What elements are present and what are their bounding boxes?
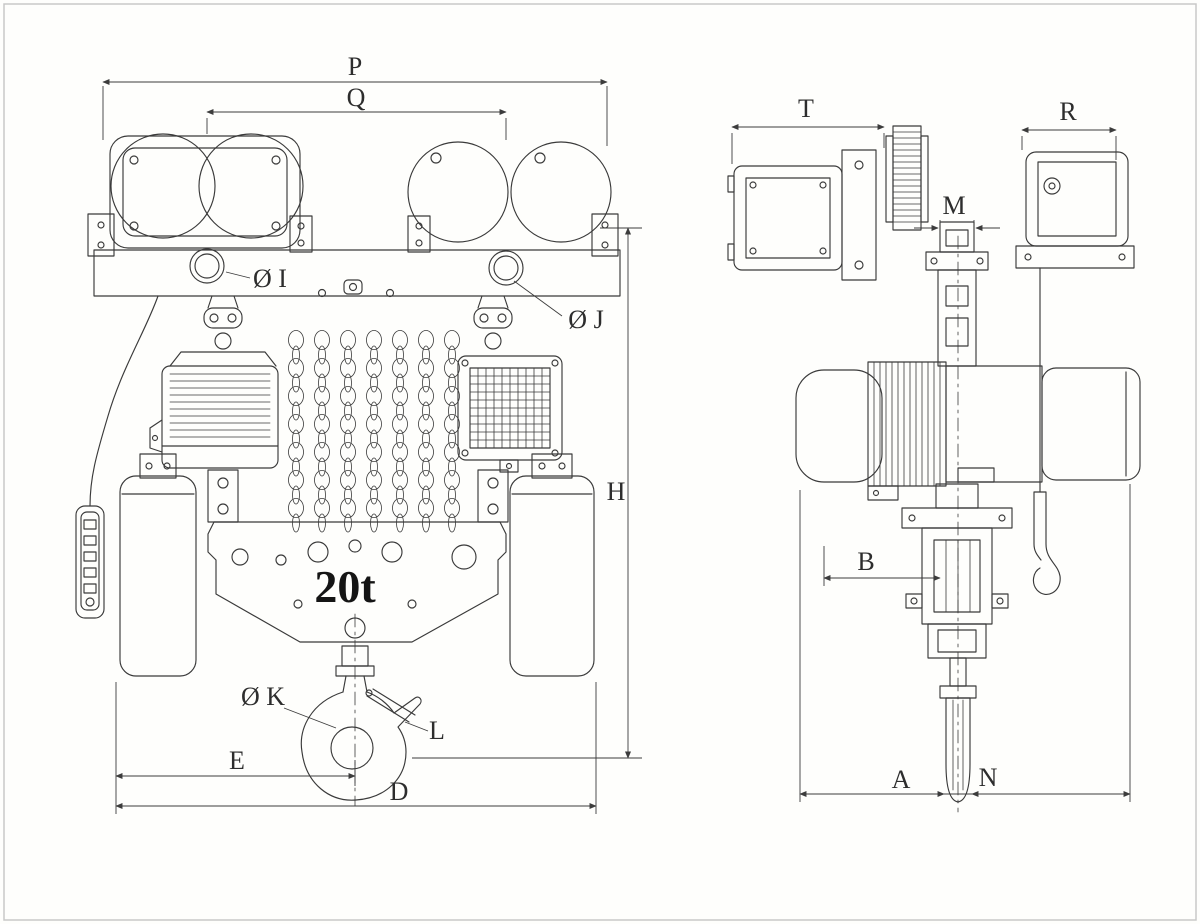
chain-bucket-left — [119, 453, 197, 677]
pendant-control — [75, 295, 159, 619]
load-beam: 20t — [207, 521, 507, 643]
axle-I — [189, 248, 225, 284]
hoist-motor-right — [457, 332, 563, 473]
trolley-wheel — [510, 141, 612, 243]
beam-suspension-links — [207, 469, 509, 523]
dim-label-M: M — [942, 191, 965, 220]
drive-gear — [892, 125, 922, 231]
trolley-wheel — [198, 133, 304, 239]
side-hook-bracket — [1032, 491, 1061, 595]
chain-bucket-right — [509, 453, 595, 677]
dim-label-K: Ø K — [241, 682, 285, 711]
trolley-front — [87, 133, 621, 329]
dim-label-H: H — [607, 477, 626, 506]
drawing-frame — [3, 3, 1197, 921]
dim-label-Q: Q — [347, 83, 366, 112]
dim-label-R: R — [1059, 97, 1077, 126]
dim-label-I: Ø I — [253, 264, 287, 293]
trolley-crossbeam — [93, 249, 621, 297]
dim-label-D: D — [390, 777, 409, 806]
safety-latch — [366, 695, 410, 723]
dim-label-N: N — [979, 763, 998, 792]
dim-label-J: Ø J — [568, 305, 603, 334]
dim-label-L: L — [429, 716, 445, 745]
side-dimension-labels: T R M B A N — [798, 94, 1077, 794]
suspension-column — [939, 221, 975, 253]
suspension-side — [901, 507, 1013, 659]
dim-label-T: T — [798, 94, 814, 123]
side-view — [727, 125, 1141, 813]
pendant-cable — [89, 295, 159, 507]
suspension-lug — [473, 307, 513, 329]
trolley-wheel — [110, 133, 216, 239]
dim-label-P: P — [348, 52, 362, 81]
dim-label-A: A — [892, 765, 911, 794]
trolley-wheel — [407, 141, 509, 243]
suspension-lug — [203, 307, 243, 329]
dim-label-E: E — [229, 746, 245, 775]
front-dimensions — [102, 78, 642, 814]
capacity-label: 20t — [314, 561, 376, 612]
hoist-motor-left — [149, 332, 279, 469]
side-dimensions — [731, 123, 1131, 802]
load-chains — [289, 331, 460, 533]
front-dimension-labels: P Q Ø I Ø J H Ø K L E D — [229, 52, 626, 806]
hoist-motor-side — [795, 361, 1141, 509]
front-view: 20t — [75, 133, 621, 807]
axle-J — [488, 250, 524, 286]
dim-label-B: B — [857, 547, 874, 576]
trolley-side — [727, 125, 1135, 493]
